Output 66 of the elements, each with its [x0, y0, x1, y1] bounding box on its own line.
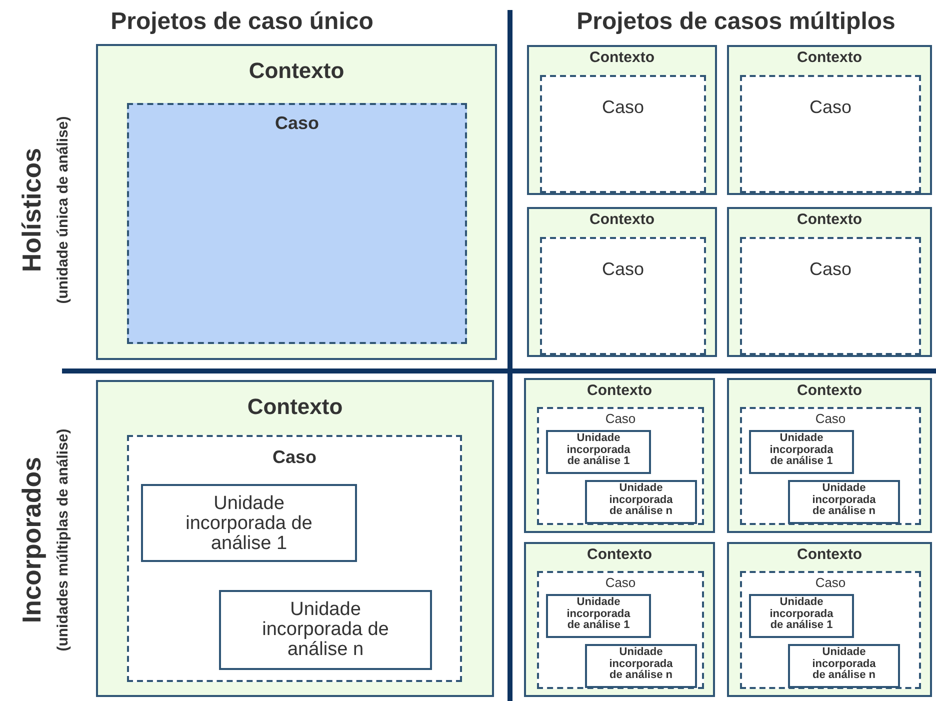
- case-box: [740, 571, 921, 689]
- box-title: Caso: [814, 575, 847, 590]
- row-heading: Incorporados: [16, 456, 48, 624]
- row-subheading: (unidade única de análise): [54, 116, 72, 304]
- column-heading: Projetos de caso único: [110, 8, 374, 36]
- box-title: Unidade incorporada de análise n: [261, 600, 390, 660]
- box-title: Contexto: [796, 546, 863, 563]
- context-box: [727, 378, 932, 533]
- box-title: Unidade incorporada de análise n: [811, 483, 877, 518]
- box-title: Unidade incorporada de análise 1: [566, 597, 632, 632]
- unit-box: [141, 484, 357, 562]
- column-heading: Projetos de casos múltiplos: [576, 8, 896, 36]
- box-title: Unidade incorporada de análise 1: [566, 433, 632, 468]
- box-title: Contexto: [246, 394, 344, 420]
- row-heading: Holísticos: [16, 148, 48, 272]
- box-title: Contexto: [586, 546, 653, 563]
- context-box: [524, 378, 715, 533]
- box-title: Contexto: [796, 382, 863, 399]
- box-title: Unidade incorporada de análise n: [608, 647, 674, 682]
- box-title: Caso: [274, 113, 320, 134]
- box-title: Caso: [808, 259, 853, 280]
- box-title: Unidade incorporada de análise n: [811, 647, 877, 682]
- box-title: Contexto: [588, 49, 656, 66]
- case-box: [537, 571, 704, 689]
- context-box: [524, 542, 715, 697]
- context-box: [727, 45, 932, 195]
- case-box: [540, 75, 706, 193]
- box-title: Caso: [600, 97, 646, 118]
- row-subheading: (unidades múltiplas de análise): [54, 428, 72, 652]
- box-title: Contexto: [796, 211, 863, 228]
- box-title: Caso: [604, 575, 637, 590]
- box-title: Unidade incorporada de análise 1: [184, 494, 314, 554]
- box-title: Contexto: [248, 58, 346, 84]
- case-box: [127, 435, 462, 682]
- unit-box: [546, 430, 651, 474]
- box-title: Unidade incorporada de análise n: [608, 483, 674, 518]
- case-box: [127, 103, 467, 344]
- context-box: [527, 45, 717, 195]
- box-title: Contexto: [588, 211, 656, 228]
- context-box: [96, 44, 497, 360]
- unit-box: [585, 644, 697, 688]
- context-box: [527, 207, 717, 357]
- box-title: Caso: [808, 97, 853, 118]
- case-box: [537, 407, 704, 525]
- case-box: [740, 75, 921, 193]
- unit-box: [219, 590, 432, 670]
- unit-box: [546, 594, 651, 638]
- box-title: Caso: [600, 259, 646, 280]
- unit-box: [788, 644, 900, 688]
- unit-box: [585, 480, 697, 524]
- unit-box: [749, 430, 854, 474]
- box-title: Caso: [604, 411, 637, 426]
- box-title: Unidade incorporada de análise 1: [768, 597, 834, 632]
- box-title: Contexto: [796, 49, 863, 66]
- box-title: Caso: [814, 411, 847, 426]
- context-box: [727, 542, 932, 697]
- case-box: [540, 237, 706, 355]
- case-box: [740, 237, 921, 355]
- box-title: Contexto: [586, 382, 653, 399]
- unit-box: [749, 594, 854, 638]
- unit-box: [788, 480, 900, 524]
- box-title: Caso: [271, 447, 318, 468]
- case-box: [740, 407, 921, 525]
- context-box: [96, 380, 494, 697]
- box-title: Unidade incorporada de análise 1: [768, 433, 834, 468]
- context-box: [727, 207, 932, 357]
